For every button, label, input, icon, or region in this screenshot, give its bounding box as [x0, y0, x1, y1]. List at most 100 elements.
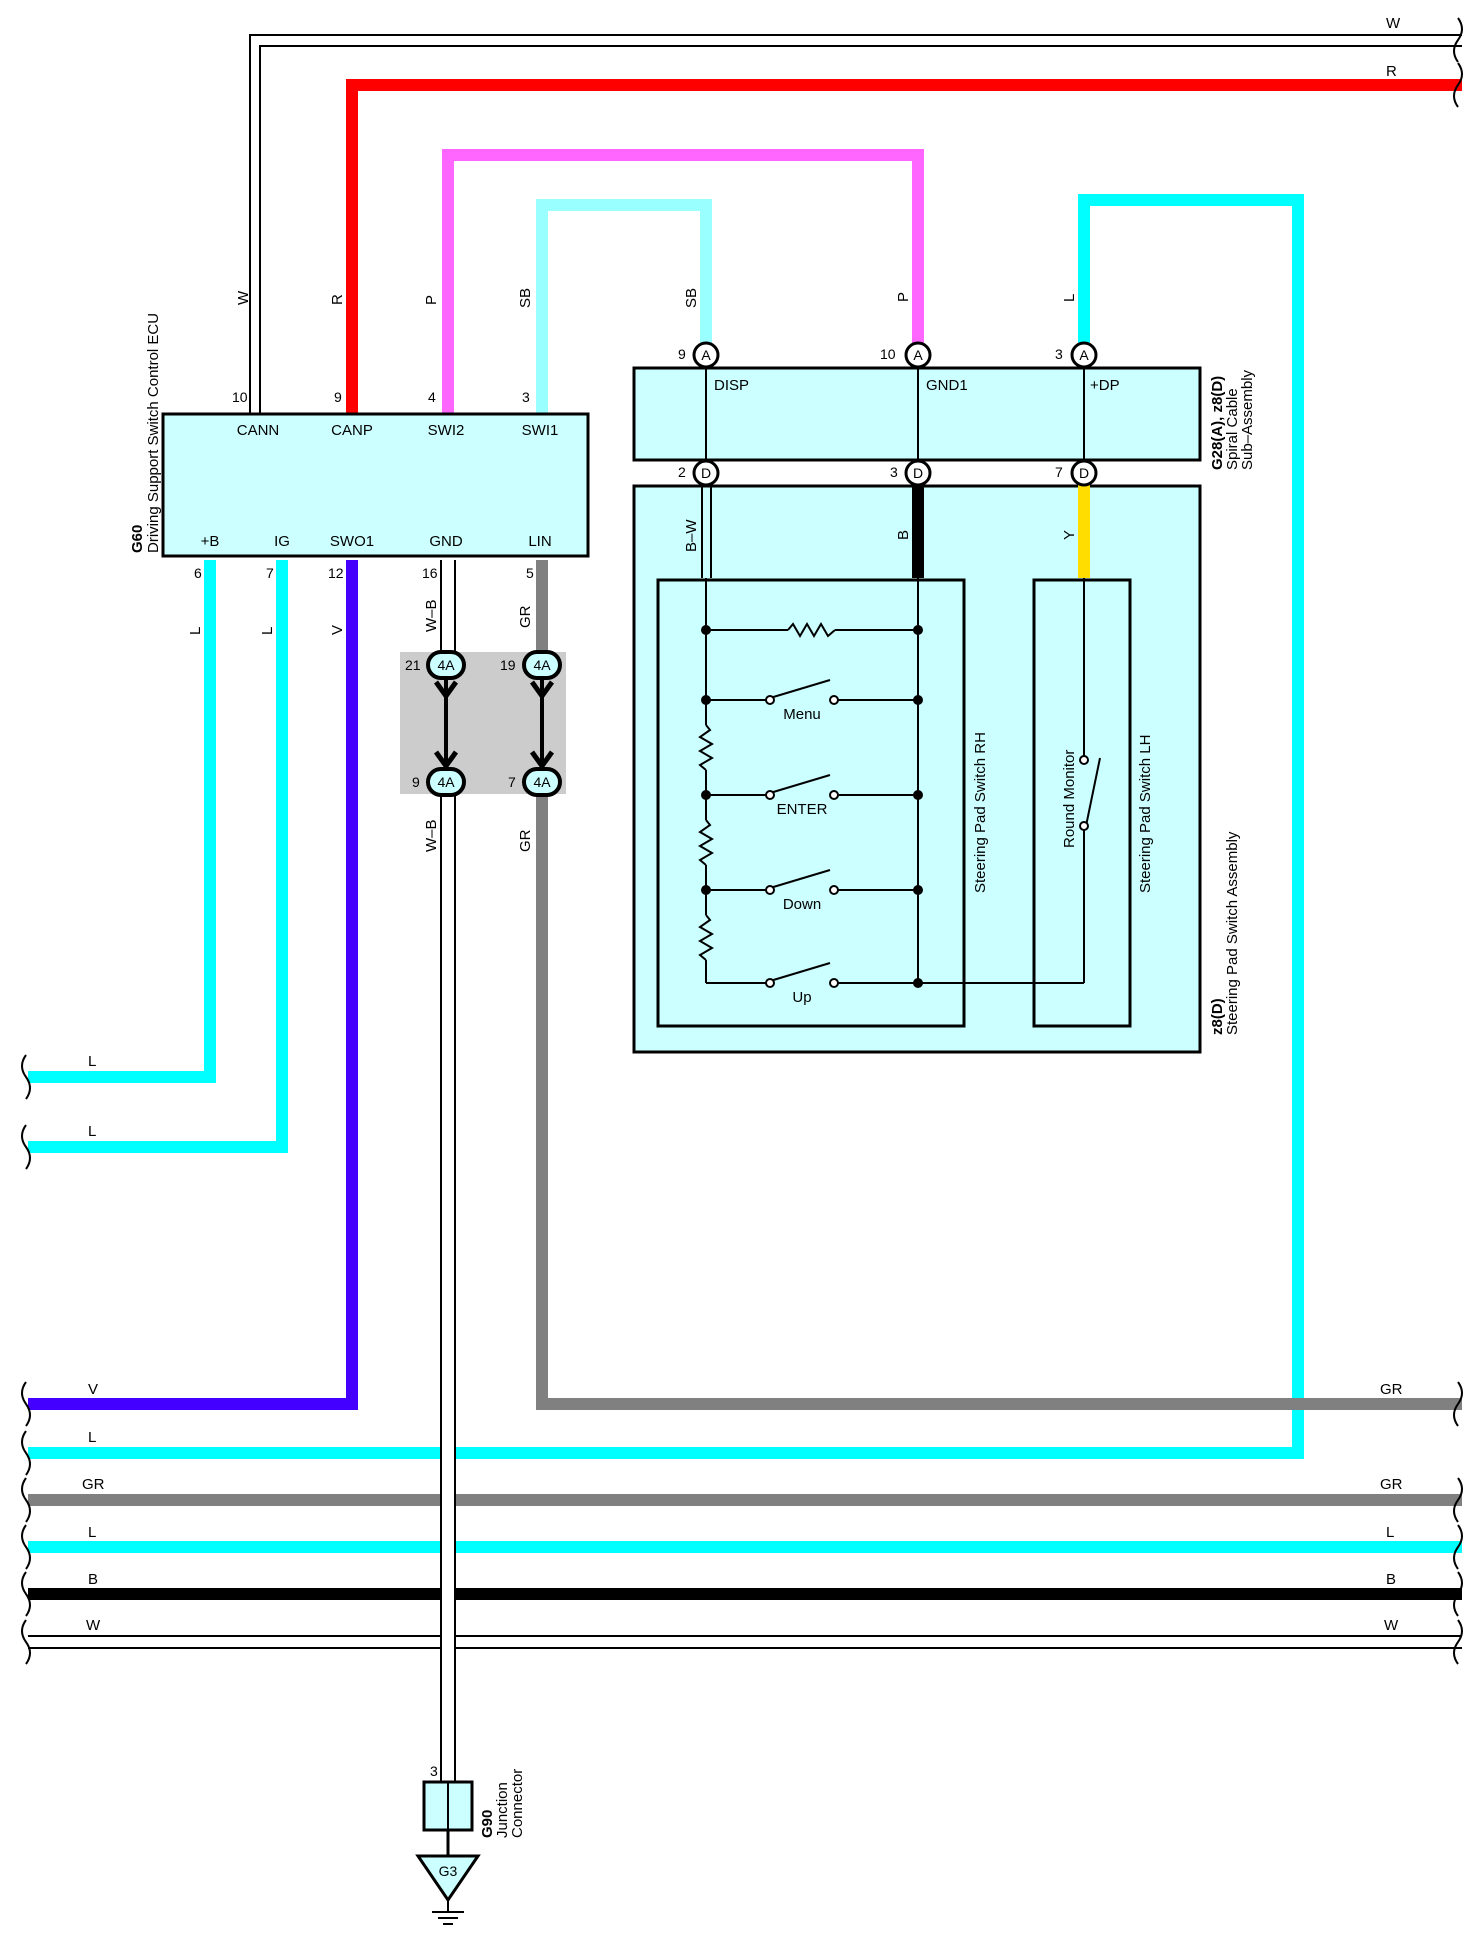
switch-label-down: Down	[783, 896, 821, 913]
wire-label: B	[895, 530, 912, 540]
bus-label: W	[1386, 15, 1401, 32]
wire-label: B–W	[683, 519, 700, 552]
break-marks	[21, 17, 1463, 1665]
wire-p	[442, 149, 924, 418]
spiral-name-1: Spiral Cable	[1224, 388, 1241, 470]
wire-label: W–B	[423, 819, 440, 852]
switch-label-round-monitor: Round Monitor	[1061, 750, 1078, 848]
pad-switch-lh-box	[1032, 578, 1132, 1028]
wire-label: W	[235, 290, 252, 305]
junction-pin-num: 19	[500, 657, 516, 673]
ecu-code: G60	[129, 525, 146, 553]
bus-label: B	[1386, 1571, 1396, 1588]
wire-label: P	[423, 295, 440, 305]
ecu-pin-num: 3	[522, 389, 530, 405]
wire-label: Y	[1061, 530, 1078, 540]
ecu-name: Driving Support Switch Control ECU	[145, 313, 162, 553]
wire-w-top	[249, 34, 1462, 418]
bus-label: GR	[1380, 1476, 1403, 1493]
ecu-pin-name: CANN	[237, 422, 280, 439]
pad-assembly-name: Steering Pad Switch Assembly	[1224, 831, 1241, 1035]
spiral-pin-num: 9	[678, 346, 686, 362]
switch-label-enter: ENTER	[777, 801, 828, 818]
rh-switch-junctions	[701, 625, 923, 988]
ecu-pin-name: IG	[274, 533, 290, 550]
spiral-pin-name: +DP	[1090, 377, 1120, 394]
wire-l-dp	[28, 194, 1304, 1459]
junction-connectors	[426, 650, 562, 797]
ground-icon	[432, 1900, 464, 1925]
pad-assembly-label: z8(D) Steering Pad Switch Assembly	[1209, 831, 1241, 1035]
bus-label: L	[88, 1524, 96, 1541]
ground-label: G3	[439, 1863, 458, 1879]
wire-label: P	[895, 292, 912, 302]
connector-letter: A	[1079, 347, 1089, 363]
spiral-pin-num: 3	[890, 464, 898, 480]
spiral-pin-name: DISP	[714, 377, 749, 394]
wire-l-ig	[28, 560, 288, 1153]
spiral-pin-num: 2	[678, 464, 686, 480]
wire-label: L	[259, 627, 276, 635]
ecu-pin-num: 9	[334, 389, 342, 405]
switch-label-menu: Menu	[783, 706, 821, 723]
ecu-pin-num: 6	[194, 565, 202, 581]
spiral-pin-num: 7	[1055, 464, 1063, 480]
wire-label: GR	[517, 829, 534, 852]
pad-switch-rh-label: Steering Pad Switch RH	[972, 732, 989, 893]
junction-connector-label: G90 Junction Connector	[479, 1769, 526, 1838]
bus-label: W	[86, 1617, 101, 1634]
bus-label: L	[1386, 1524, 1394, 1541]
ecu-pin-name: +B	[201, 533, 220, 550]
spiral-pin-num: 3	[1055, 346, 1063, 362]
spiral-bottom-connectors	[692, 459, 1098, 487]
ecu-box	[161, 412, 590, 558]
spiral-label: G28(A), z8(D) Spiral Cable Sub–Assembly	[1209, 369, 1256, 470]
connector-letter: A	[913, 347, 923, 363]
ecu-pin-name: SWI2	[428, 422, 465, 439]
connector-letter: A	[701, 347, 711, 363]
spiral-pin-num: 10	[880, 346, 896, 362]
bus-label: B	[88, 1571, 98, 1588]
bus-label: GR	[1380, 1381, 1403, 1398]
bus-label: L	[88, 1053, 96, 1070]
bus-w	[28, 1635, 1462, 1649]
wire-label: GR	[517, 605, 534, 628]
wire-r	[346, 79, 1462, 418]
junction-connector-pin: 3	[430, 1763, 438, 1779]
inner-wires	[701, 474, 1090, 578]
ecu-pin-num: 12	[328, 565, 344, 581]
rh-switch-contacts	[765, 695, 1089, 988]
ecu-pin-num: 16	[422, 565, 438, 581]
wire-label: L	[187, 627, 204, 635]
wire-label: R	[329, 294, 346, 305]
junction-connector-code: G90	[479, 1810, 496, 1838]
ecu-pin-name: SWO1	[330, 533, 374, 550]
wire-label: W–B	[423, 599, 440, 632]
pad-assembly-code: z8(D)	[1209, 998, 1226, 1035]
junction-connector-name-1: Junction	[494, 1782, 511, 1838]
junction-conn-label: 4A	[437, 774, 455, 790]
spiral-top-connectors	[692, 341, 1098, 369]
junction-conn-label: 4A	[533, 657, 551, 673]
bus-label: GR	[82, 1476, 105, 1493]
wire-label: L	[1061, 294, 1078, 302]
ecu-pin-name: GND	[429, 533, 463, 550]
ecu-pin-num: 10	[232, 389, 248, 405]
wire-sb	[536, 199, 712, 418]
bus-label: V	[88, 1381, 98, 1398]
bus-label: L	[88, 1123, 96, 1140]
wire-label: SB	[683, 288, 700, 308]
ground-symbol	[415, 1854, 481, 1903]
ecu-pin-name: SWI1	[522, 422, 559, 439]
connector-letter: D	[701, 465, 711, 481]
wire-l-b	[28, 560, 216, 1083]
switch-label-up: Up	[792, 989, 811, 1006]
junction-conn-label: 4A	[533, 774, 551, 790]
ecu-pin-name: CANP	[331, 422, 373, 439]
wire-v	[28, 560, 358, 1410]
spiral-pin-name: GND1	[926, 377, 968, 394]
ecu-label: G60 Driving Support Switch Control ECU	[129, 313, 162, 553]
bus-label: R	[1386, 63, 1397, 80]
pad-switch-lh-label: Steering Pad Switch LH	[1137, 735, 1154, 893]
